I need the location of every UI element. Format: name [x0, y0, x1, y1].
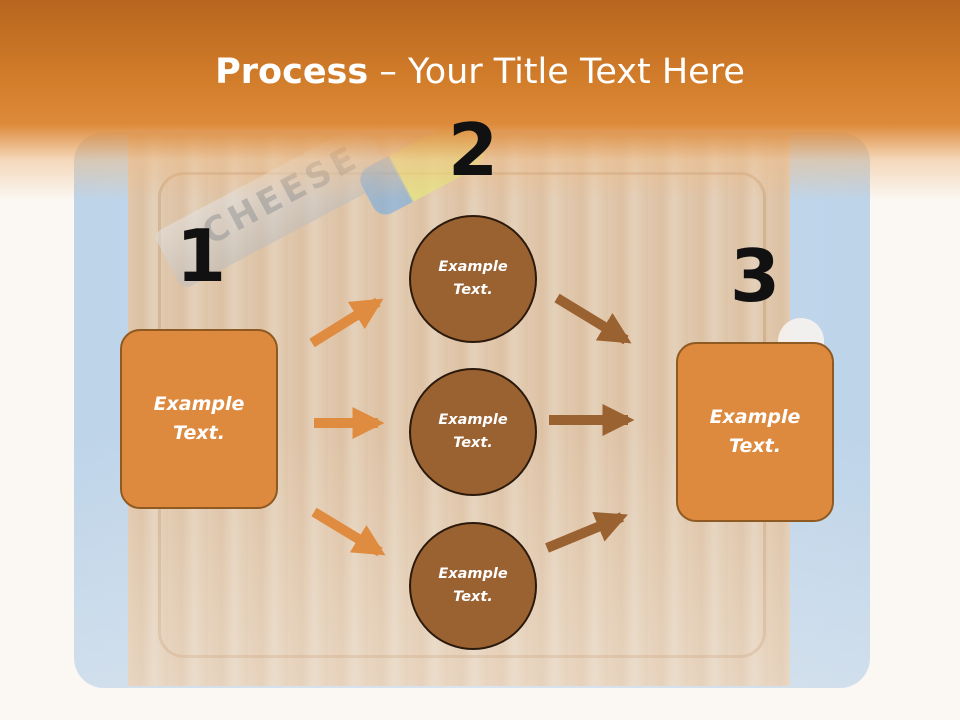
step1-box-line1: Example — [153, 393, 245, 415]
step2-circle-2[interactable]: Example Text. — [409, 368, 537, 496]
step1-box-line2: Text. — [173, 422, 225, 444]
step-number-3[interactable]: 3 — [730, 234, 781, 318]
title-rest: – Your Title Text Here — [368, 52, 745, 92]
step3-box[interactable]: Example Text. — [676, 342, 834, 522]
arrow-circle1-to-box3 — [554, 293, 632, 345]
circle2-line2: Text. — [453, 435, 493, 451]
title-bold: Process — [215, 52, 369, 92]
arrow-box1-to-circle1 — [309, 297, 384, 348]
step-number-1[interactable]: 1 — [176, 214, 227, 298]
circle1-line2: Text. — [453, 282, 493, 298]
step1-box[interactable]: Example Text. — [120, 329, 278, 509]
step2-circle-1[interactable]: Example Text. — [409, 215, 537, 343]
circle1-line1: Example — [438, 259, 508, 275]
step-number-2[interactable]: 2 — [448, 108, 499, 192]
circle3-line2: Text. — [453, 589, 493, 605]
arrow-box1-to-circle3 — [311, 507, 386, 557]
step2-circle-3[interactable]: Example Text. — [409, 522, 537, 650]
header-band — [0, 0, 960, 200]
slide-title[interactable]: Process – Your Title Text Here — [0, 52, 960, 92]
step3-box-line2: Text. — [729, 435, 781, 457]
circle3-line1: Example — [438, 566, 508, 582]
arrow-circle3-to-box3 — [545, 511, 628, 553]
circle2-line1: Example — [438, 412, 508, 428]
step3-box-line1: Example — [709, 406, 801, 428]
